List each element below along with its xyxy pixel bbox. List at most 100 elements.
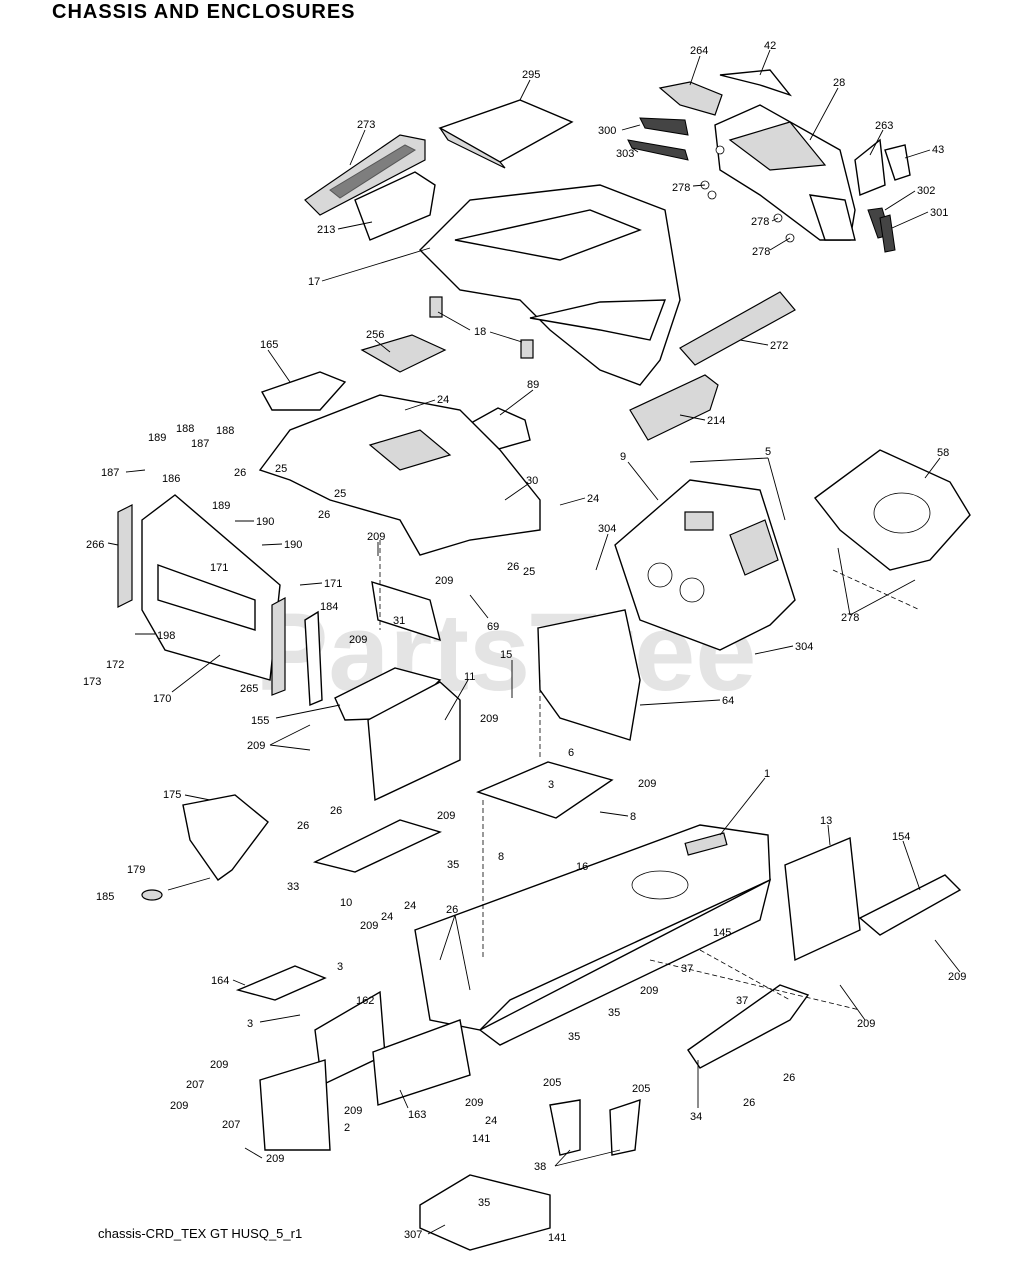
assembly-line-f [832,569,921,611]
part-dash-panel [141,494,281,681]
part-vent [679,291,796,366]
assembly-line-e [699,949,791,1001]
callout-26a: 26 [234,467,246,479]
callout-89: 89 [527,379,539,391]
callout-26e: 26 [297,820,309,832]
callout-10: 10 [340,897,352,909]
callout-2: 2 [344,1122,350,1134]
part-bracket-184 [304,610,323,707]
part-main-frame [414,824,772,1046]
callout-209g: 209 [437,810,455,822]
callout-24a: 24 [437,394,449,406]
callout-209f: 209 [638,778,656,790]
callout-28: 28 [833,77,845,89]
callout-278c: 278 [752,246,770,258]
callout-205b: 205 [632,1083,650,1095]
callout-18: 18 [474,326,486,338]
part-footrest-33 [312,819,442,873]
callout-1: 1 [764,768,770,780]
callout-301: 301 [930,207,948,219]
callout-272: 272 [770,340,788,352]
callout-171b: 171 [324,578,342,590]
callout-35a: 35 [447,859,459,871]
callout-209c: 209 [349,634,367,646]
callout-3b: 3 [337,961,343,973]
part-side-strip-right [271,596,286,696]
callout-26d: 26 [330,805,342,817]
callout-307: 307 [404,1229,422,1241]
callout-37a: 37 [681,963,693,975]
callout-24c: 24 [404,900,416,912]
callout-69: 69 [487,621,499,633]
callout-278d: 278 [841,612,859,624]
callout-303: 303 [616,148,634,160]
part-trim [719,69,793,97]
callout-213: 213 [317,224,335,236]
callout-171a: 171 [210,562,228,574]
callout-265: 265 [240,683,258,695]
callout-26b: 26 [318,509,330,521]
callout-145: 145 [713,927,731,939]
callout-186: 186 [162,473,180,485]
callout-26h: 26 [743,1097,755,1109]
callout-162: 162 [356,995,374,1007]
callout-179: 179 [127,864,145,876]
callout-209j: 209 [640,985,658,997]
callout-34: 34 [690,1111,702,1123]
callout-42: 42 [764,40,776,52]
callout-33: 33 [287,881,299,893]
callout-26c: 26 [507,561,519,573]
callout-207a: 207 [186,1079,204,1091]
callout-37b: 37 [736,995,748,1007]
callout-190a: 190 [256,516,274,528]
callout-3a: 3 [548,779,554,791]
callout-26g: 26 [783,1072,795,1084]
callout-35c: 35 [568,1031,580,1043]
callout-184: 184 [320,601,338,613]
callout-209i: 209 [948,971,966,983]
part-reflector-b [879,214,896,253]
callout-9: 9 [620,451,626,463]
part-dash-body [258,394,541,556]
callout-273: 273 [357,119,375,131]
callout-278b: 278 [751,216,769,228]
part-hitch-154 [858,874,962,936]
part-headlight-lens [884,144,911,181]
callout-209k: 209 [857,1018,875,1030]
callout-300: 300 [598,125,616,137]
diagram-heading: CHASSIS AND ENCLOSURES [52,1,356,23]
part-hood [419,184,681,386]
callout-187a: 187 [101,467,119,479]
part-mount-31 [371,580,441,642]
callout-304a: 304 [598,523,616,535]
callout-154: 154 [892,831,910,843]
callout-3c: 3 [247,1018,253,1030]
part-fuel-cover [260,371,347,411]
part-battery-cover [360,334,447,373]
part-bracket-164 [235,965,327,1001]
part-grille-housing [714,104,856,241]
part-lens-cover [658,81,723,116]
callout-188b: 188 [216,425,234,437]
callout-170: 170 [153,693,171,705]
callout-5: 5 [765,446,771,458]
part-front-console [614,479,796,651]
callout-31: 31 [393,615,405,627]
screw-278a-a [715,145,725,155]
callout-175: 175 [163,789,181,801]
callout-25a: 25 [275,463,287,475]
part-front-panel [629,374,719,441]
callout-190b: 190 [284,539,302,551]
callout-26f: 26 [446,904,458,916]
callout-11: 11 [464,671,475,683]
callout-264: 264 [690,45,708,57]
assembly-line-d [649,959,861,1011]
callout-188a: 188 [176,423,194,435]
part-plate-6 [476,761,614,819]
callout-278a: 278 [672,182,690,194]
part-knob-185 [141,889,163,901]
callout-165: 165 [260,339,278,351]
part-lens-strip-a [639,117,689,136]
callout-6: 6 [568,747,574,759]
